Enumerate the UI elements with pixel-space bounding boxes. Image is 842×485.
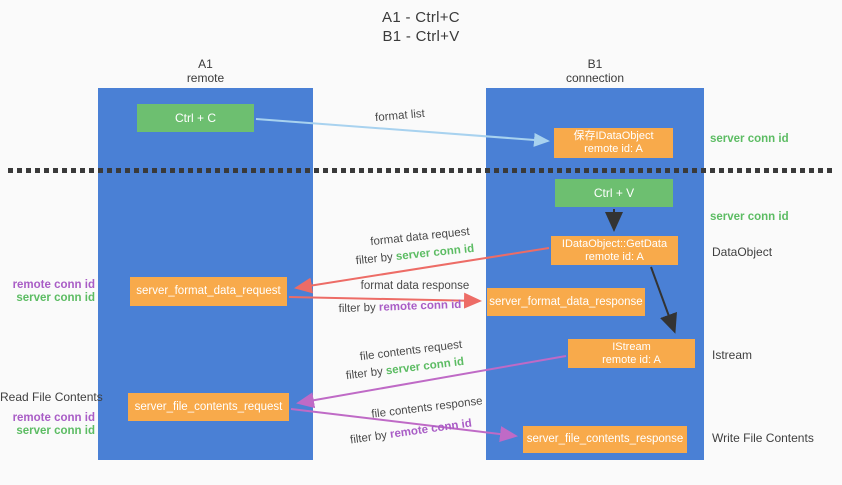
filter-by-remote-conn-id-label-2: filter by remote conn id <box>336 416 486 449</box>
read-file-contents-note: Read File Contents <box>0 390 103 404</box>
left-conn-id-group-1: remote conn id server conn id <box>0 279 95 305</box>
format-list-label: format list <box>374 107 426 125</box>
lifeline-b1-role: connection <box>565 71 625 85</box>
server-conn-id-text: server conn id <box>385 355 465 378</box>
server-conn-id-note-mid: server conn id <box>710 211 789 223</box>
format-data-response-label: format data response <box>360 280 470 292</box>
server-format-data-response-label: server_format_data_response <box>489 295 643 308</box>
lifeline-b1-name: B1 <box>587 57 603 71</box>
ctrl-c-box: Ctrl + C <box>137 104 254 132</box>
title-line-2: B1 - Ctrl+V <box>382 28 460 45</box>
filter-by-text: filter by <box>349 429 388 447</box>
server-file-contents-request-label: server_file_contents_request <box>134 400 283 413</box>
save-dataobject-line2: remote id: A <box>584 143 643 155</box>
ctrl-v-label: Ctrl + V <box>593 186 635 200</box>
server-format-data-request-label: server_format_data_request <box>136 285 281 297</box>
save-dataobject-line1: 保存IDataObject <box>573 130 654 142</box>
diagram-title: A1 - Ctrl+C B1 - Ctrl+V <box>0 8 842 46</box>
remote-conn-id-text: remote conn id <box>378 298 462 314</box>
remote-conn-id-note-1: remote conn id <box>12 279 95 291</box>
server-conn-id-note-2: server conn id <box>16 425 95 437</box>
filter-by-text: filter by <box>345 365 384 383</box>
server-conn-id-note-top: server conn id <box>710 133 789 145</box>
istream-note: Istream <box>712 348 753 362</box>
server-file-contents-response-label: server_file_contents_response <box>526 433 684 445</box>
lifeline-header-a1: A1 remote <box>98 57 313 85</box>
remote-conn-id-note-2: remote conn id <box>12 412 95 424</box>
session-separator-line <box>8 168 834 173</box>
lifeline-header-b1: B1 connection <box>486 57 704 85</box>
getdata-line2: remote id: A <box>585 250 644 263</box>
server-file-contents-response-box: server_file_contents_response <box>523 426 687 453</box>
filter-by-text: filter by <box>355 251 394 268</box>
ctrl-c-label: Ctrl + C <box>174 111 216 125</box>
ctrl-v-box: Ctrl + V <box>555 179 673 207</box>
istream-line1: IStream <box>612 340 651 353</box>
title-line-1: A1 - Ctrl+C <box>382 9 460 26</box>
idataobject-getdata-box: IDataObject::GetData remote id: A <box>551 236 678 265</box>
istream-box: IStream remote id: A <box>568 339 695 368</box>
save-dataobject-box: 保存IDataObject remote id: A <box>554 128 673 158</box>
server-conn-id-text: server conn id <box>395 242 475 263</box>
dataobject-note: DataObject <box>712 245 773 259</box>
filter-by-remote-conn-id-label-1: filter by remote conn id <box>330 299 470 316</box>
server-format-data-request-box: server_format_data_request <box>130 277 287 306</box>
server-format-data-response-box: server_format_data_response <box>487 288 645 316</box>
server-file-contents-request-box: server_file_contents_request <box>128 393 289 421</box>
server-conn-id-note-1: server conn id <box>16 292 95 304</box>
lifeline-a1-name: A1 <box>198 57 213 71</box>
lifeline-a1-role: remote <box>186 71 225 85</box>
left-conn-id-group-2: remote conn id server conn id <box>0 412 95 438</box>
filter-by-text: filter by <box>338 301 376 316</box>
getdata-line1: IDataObject::GetData <box>561 237 668 250</box>
istream-line2: remote id: A <box>602 353 661 366</box>
remote-conn-id-text: remote conn id <box>389 417 473 441</box>
write-file-contents-note: Write File Contents <box>712 431 814 445</box>
